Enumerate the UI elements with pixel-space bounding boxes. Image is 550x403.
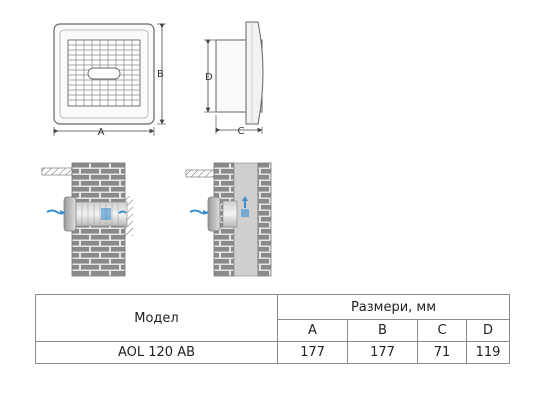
- airflow-arrow-left: [46, 209, 66, 215]
- model-cell: AOL 120 AB: [35, 341, 278, 364]
- fan-front-wall: [63, 196, 77, 232]
- dimension-c-label: C: [238, 126, 245, 137]
- dimension-a-label: A: [98, 127, 105, 138]
- column-header-a: A: [277, 319, 348, 342]
- ceiling-hatch: [41, 167, 73, 176]
- wall-hatch: [125, 196, 133, 236]
- column-header-b: B: [347, 319, 418, 342]
- dimensions-header: Размери, мм: [277, 294, 510, 320]
- ceiling-hatch-2: [185, 169, 215, 178]
- airflow-inner: [101, 208, 111, 220]
- value-c-cell: 71: [417, 341, 467, 364]
- airflow-arrow-duct: [189, 209, 209, 215]
- column-header-d: D: [466, 319, 510, 342]
- wall-installation: [41, 162, 133, 277]
- handle-slot: [87, 67, 121, 80]
- value-b-cell: 177: [347, 341, 418, 364]
- dimension-d-label: D: [205, 72, 213, 83]
- spec-table: Модел Размери, мм A B C D AOL 120 AB 177…: [35, 294, 510, 364]
- dimension-b-label: B: [157, 69, 164, 80]
- product-drawing: A B D C: [41, 21, 272, 277]
- front-view: A B: [53, 23, 166, 138]
- front-cover-side: [245, 21, 264, 125]
- duct-installation: [185, 162, 272, 277]
- column-header-c: C: [417, 319, 467, 342]
- brick-wall-right: [257, 162, 272, 277]
- model-header: Модел: [35, 294, 278, 342]
- value-d-cell: 119: [466, 341, 510, 364]
- vertical-shaft: [233, 162, 259, 277]
- value-a-cell: 177: [277, 341, 348, 364]
- side-view: D C: [204, 21, 264, 137]
- table-row: AOL 120 AB 177 177 71 119: [35, 341, 510, 364]
- fan-front-duct: [207, 196, 221, 232]
